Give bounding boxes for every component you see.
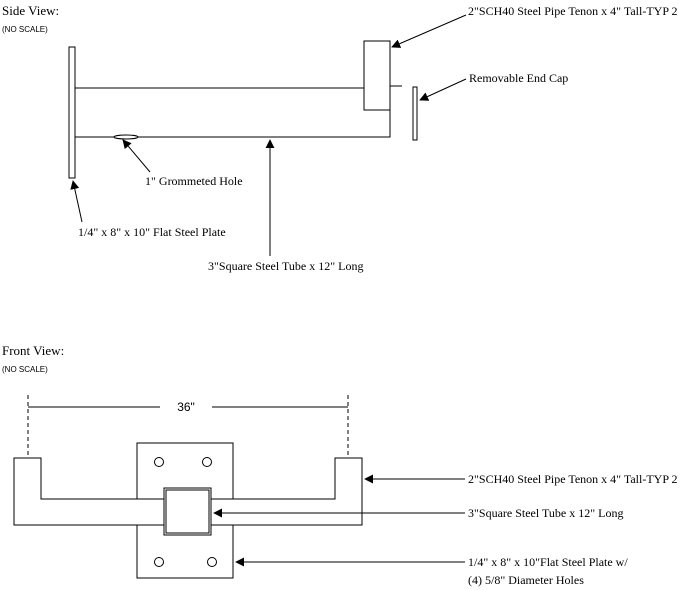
front-square-tube-outer [163, 487, 212, 536]
front-label-pipe-tenon: 2"SCH40 Steel Pipe Tenon x 4" Tall-TYP 2 [468, 472, 678, 486]
side-pipe-tenon [363, 40, 391, 111]
side-view-scale-note: (NO SCALE) [2, 25, 48, 34]
front-view: Front View: (NO SCALE) 36" 2"SCH40 Steel… [2, 343, 678, 587]
dimension-label: 36" [177, 400, 195, 414]
side-leader-flat-plate [70, 180, 83, 223]
plate-hole-bottom-right [207, 557, 217, 567]
side-leader-pipe-tenon [391, 14, 467, 48]
front-crossbar [13, 457, 363, 526]
side-label-grommeted-hole: 1" Grommeted Hole [145, 174, 243, 188]
front-label-square-tube: 3"Square Steel Tube x 12" Long [468, 506, 623, 520]
side-grommeted-hole [113, 134, 139, 140]
side-label-end-cap: Removable End Cap [469, 71, 568, 85]
plate-hole-top-right [202, 457, 212, 467]
plate-hole-top-left [154, 457, 164, 467]
front-square-tube-inner [165, 489, 210, 534]
side-label-flat-plate: 1/4" x 8" x 10" Flat Steel Plate [78, 225, 226, 239]
front-view-scale-note: (NO SCALE) [2, 365, 48, 374]
front-label-flat-plate-line1: 1/4" x 8" x 10"Flat Steel Plate w/ [468, 555, 628, 569]
front-label-flat-plate-line2: (4) 5/8" Diameter Holes [468, 573, 584, 587]
side-label-pipe-tenon: 2"SCH40 Steel Pipe Tenon x 4" Tall-TYP 2 [468, 4, 678, 18]
side-leader-end-cap [419, 78, 467, 101]
side-flat-plate [68, 46, 76, 179]
side-leader-grommeted-hole [122, 139, 151, 173]
side-label-square-tube: 3"Square Steel Tube x 12" Long [208, 259, 363, 273]
plate-hole-bottom-left [154, 557, 164, 567]
side-view: Side View: (NO SCALE) 2"SCH40 Steel Pipe… [2, 3, 678, 273]
side-end-cap [412, 86, 418, 141]
front-view-title: Front View: [2, 343, 64, 358]
side-view-title: Side View: [2, 3, 59, 18]
side-square-tube [75, 85, 402, 138]
